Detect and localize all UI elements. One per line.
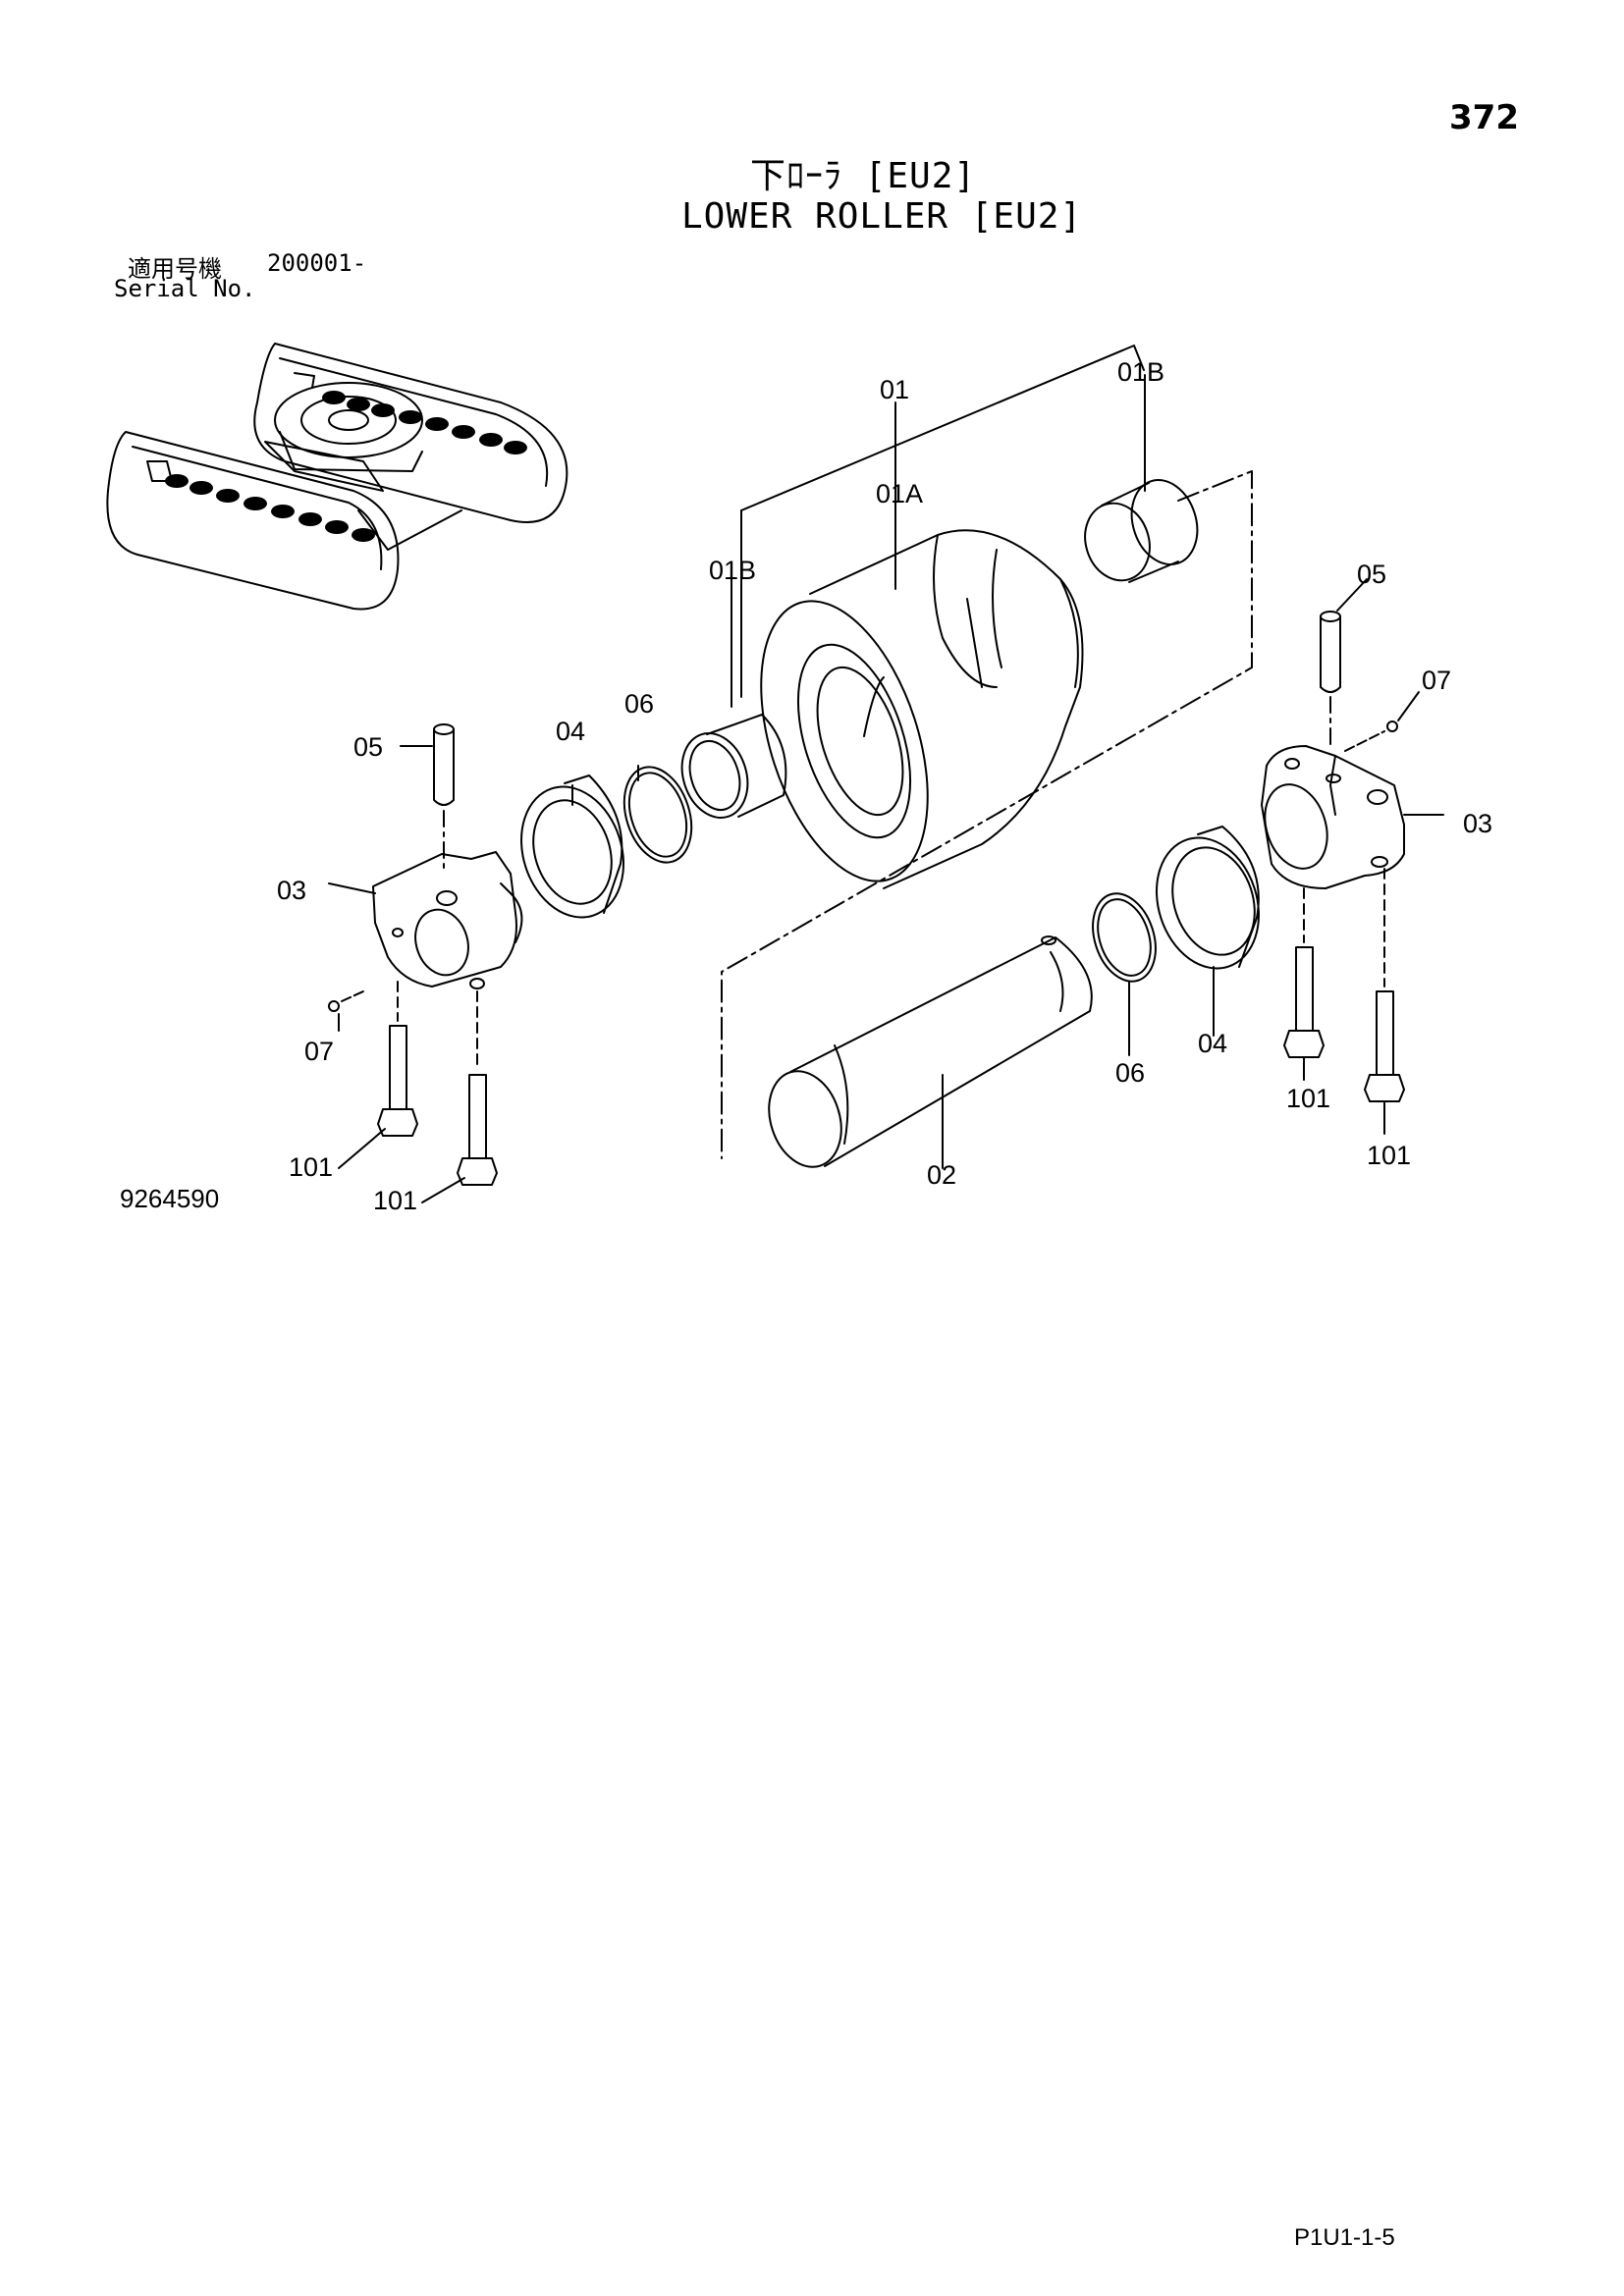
callout-04-right: 04 xyxy=(1198,1029,1227,1058)
callout-05-right: 05 xyxy=(1357,560,1386,589)
callout-01A: 01A xyxy=(876,479,923,508)
callout-01: 01 xyxy=(880,375,909,404)
callout-labels: 01 01B 01A 01B 05 07 03 05 04 06 03 07 1… xyxy=(277,357,1492,1215)
callout-01B-left: 01B xyxy=(709,556,756,585)
callout-07-right: 07 xyxy=(1422,666,1451,695)
serial-label-english: Serial No. xyxy=(114,275,256,302)
grease-fitting-07-right xyxy=(1386,721,1398,732)
leader-lines xyxy=(338,377,1420,1203)
callout-05-left: 05 xyxy=(353,732,383,762)
bolt-101-left-b xyxy=(457,1074,498,1186)
o-ring-06-left xyxy=(623,766,693,864)
serial-label-japanese: 適用号機 xyxy=(128,255,222,283)
callout-101-right-b: 101 xyxy=(1367,1141,1411,1170)
bolt-101-right-a xyxy=(1283,946,1325,1058)
assembly-outline-box xyxy=(721,470,1253,1159)
assembly-bracket-01 xyxy=(740,345,1145,511)
o-ring-06-right xyxy=(1092,892,1157,983)
callout-01B-top: 01B xyxy=(1117,357,1164,387)
bracket-03-left xyxy=(372,851,523,989)
bolt-101-left-a xyxy=(377,1025,418,1137)
grease-fitting-07-left xyxy=(328,1000,340,1012)
page-number: 372 xyxy=(1449,98,1519,137)
callout-02: 02 xyxy=(927,1160,956,1190)
shaft-02 xyxy=(768,935,1093,1168)
page-title-japanese: 下ﾛｰﾗ [EU2] xyxy=(750,156,977,196)
bushing-01B-right xyxy=(1084,479,1199,583)
callout-101-right-a: 101 xyxy=(1286,1084,1330,1113)
floating-seal-04-left xyxy=(520,774,624,919)
pin-05-right xyxy=(1320,611,1341,693)
bolt-101-right-b xyxy=(1364,990,1405,1102)
callout-03-left: 03 xyxy=(277,876,306,905)
callout-101-left-a: 101 xyxy=(289,1152,333,1182)
page-title-english: LOWER ROLLER [EU2] xyxy=(681,196,1083,237)
roller-body-01A xyxy=(760,529,1084,889)
callout-04-left: 04 xyxy=(556,717,585,746)
undercarriage-thumbnail xyxy=(106,343,568,611)
bracket-03-right xyxy=(1261,745,1405,889)
callout-03-right: 03 xyxy=(1463,809,1492,838)
pin-05-left xyxy=(433,723,455,806)
callout-101-left-b: 101 xyxy=(373,1186,417,1215)
bushing-01B-left xyxy=(680,714,787,819)
callout-06-right: 06 xyxy=(1115,1058,1145,1088)
page-footer-code: P1U1-1-5 xyxy=(1294,2224,1395,2251)
callout-07-left: 07 xyxy=(304,1037,334,1066)
serial-number-range: 200001- xyxy=(267,249,367,277)
floating-seal-04-right xyxy=(1156,826,1260,970)
drawing-number: 9264590 xyxy=(120,1184,220,1213)
callout-06-left: 06 xyxy=(624,689,654,719)
